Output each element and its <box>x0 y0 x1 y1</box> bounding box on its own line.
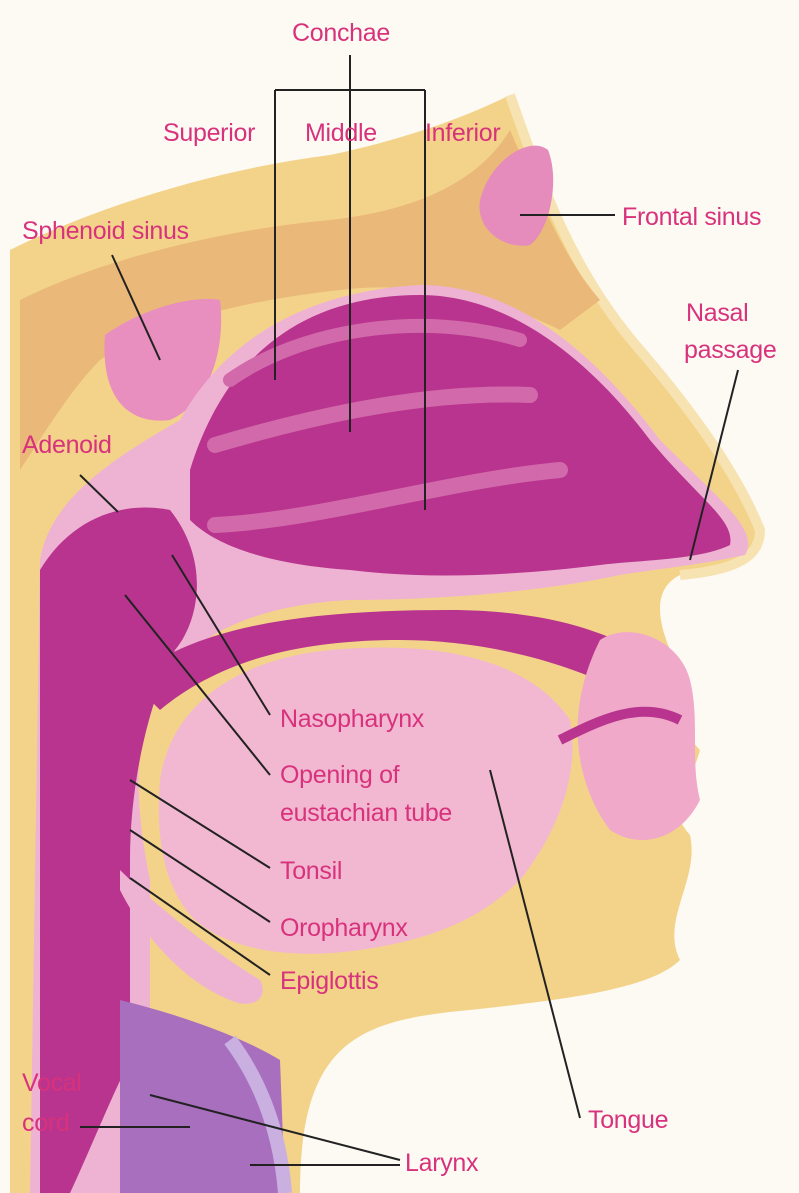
label-tongue: Tongue <box>588 1105 668 1135</box>
label-nasal-passage-line1: Nasal <box>686 298 748 328</box>
label-epiglottis: Epiglottis <box>280 966 378 996</box>
label-nasopharynx: Nasopharynx <box>280 704 424 734</box>
label-oropharynx: Oropharynx <box>280 913 408 943</box>
label-adenoid: Adenoid <box>22 430 112 460</box>
label-nasal-passage-line2: passage <box>684 335 776 365</box>
label-opening-line1: Opening of <box>280 760 399 790</box>
label-tonsil: Tonsil <box>280 856 342 886</box>
label-larynx: Larynx <box>405 1148 478 1178</box>
label-conchae: Conchae <box>292 18 390 48</box>
label-middle: Middle <box>305 118 377 148</box>
label-frontal-sinus: Frontal sinus <box>622 202 761 232</box>
label-vocal-cord-line1: Vocal <box>22 1068 82 1098</box>
label-vocal-cord-line2: cord <box>22 1108 69 1138</box>
label-superior: Superior <box>163 118 255 148</box>
label-inferior: Inferior <box>425 118 500 148</box>
label-sphenoid-sinus: Sphenoid sinus <box>22 216 189 246</box>
label-opening-line2: eustachian tube <box>280 798 452 828</box>
